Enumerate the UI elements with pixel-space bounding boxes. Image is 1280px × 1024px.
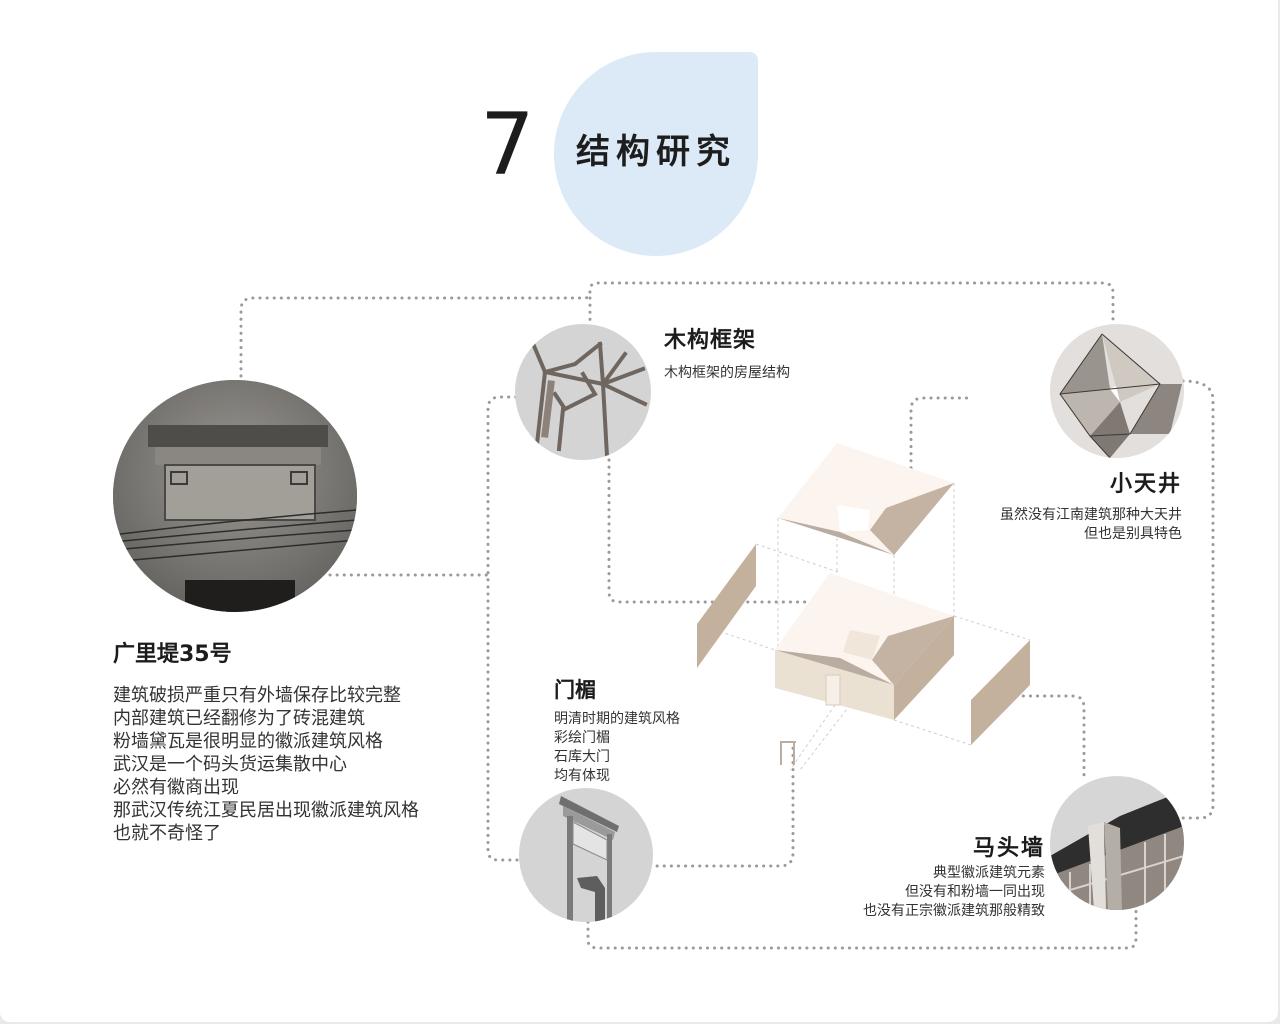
door-lintel-title: 门楣 bbox=[554, 678, 596, 702]
section-title: 结构研究 bbox=[576, 132, 736, 172]
skylight-courtyard-icon bbox=[1059, 333, 1182, 458]
case-photo bbox=[113, 380, 357, 612]
courtyard-line: 但也是别具特色 bbox=[1084, 526, 1182, 542]
courtyard-image bbox=[1050, 324, 1184, 458]
case-study-line: 建筑破损严重只有外墙保存比较完整 bbox=[113, 685, 401, 706]
horse-head-wall-title: 马头墙 bbox=[972, 836, 1045, 861]
wood-frame-title: 木构框架 bbox=[664, 328, 757, 353]
title-drop-shape bbox=[554, 52, 758, 256]
case-study-line: 必然有徽商出现 bbox=[113, 777, 239, 798]
horse-head-wall-image bbox=[1050, 776, 1184, 910]
old-wall-photo-icon bbox=[113, 380, 357, 612]
door-lintel-image bbox=[519, 788, 653, 922]
case-study-line: 那武汉传统江夏民居出现徽派建筑风格 bbox=[113, 800, 419, 821]
courtyard-title: 小天井 bbox=[1109, 472, 1182, 497]
door-lintel-line: 彩绘门楣 bbox=[554, 730, 610, 746]
horse-head-wall-line: 但没有和粉墙一同出现 bbox=[905, 884, 1045, 900]
horse-head-wall-line: 也没有正宗徽派建筑那般精致 bbox=[863, 903, 1045, 919]
case-study-line: 也就不奇怪了 bbox=[113, 823, 221, 844]
case-study-block: 广里堤35号 建筑破损严重只有外墙保存比较完整 内部建筑已经翻修为了砖混建筑 粉… bbox=[113, 636, 419, 845]
horse-head-wall-line: 典型徽派建筑元素 bbox=[933, 865, 1045, 881]
section-number: 7 bbox=[480, 95, 535, 195]
door-lintel-line: 均有体现 bbox=[554, 768, 610, 784]
case-study-line: 粉墙黛瓦是很明显的徽派建筑风格 bbox=[113, 731, 383, 752]
door-lintel-icon bbox=[559, 796, 619, 922]
timber-frame-icon bbox=[526, 331, 648, 459]
wood-frame-image bbox=[515, 324, 651, 460]
door-lintel-line: 石库大门 bbox=[554, 749, 610, 765]
case-study-title: 广里堤35号 bbox=[113, 642, 232, 667]
courtyard-block: 小天井 虽然没有江南建筑那种大天井 但也是别具特色 bbox=[960, 466, 1182, 544]
case-study-line: 武汉是一个码头货运集散中心 bbox=[113, 754, 347, 775]
door-lintel-line: 明清时期的建筑风格 bbox=[554, 711, 680, 727]
door-lintel-block: 门楣 明清时期的建筑风格 彩绘门楣 石库大门 均有体现 bbox=[554, 674, 680, 786]
wood-frame-line: 木构框架的房屋结构 bbox=[664, 365, 790, 381]
horse-head-wall-block: 马头墙 典型徽派建筑元素 但没有和粉墙一同出现 也没有正宗徽派建筑那般精致 bbox=[800, 830, 1045, 921]
horse-head-wall-icon bbox=[1050, 786, 1184, 910]
case-study-line: 内部建筑已经翻修为了砖混建筑 bbox=[113, 708, 365, 729]
wood-frame-block: 木构框架 木构框架的房屋结构 bbox=[664, 322, 790, 383]
courtyard-line: 虽然没有江南建筑那种大天井 bbox=[1000, 507, 1182, 523]
